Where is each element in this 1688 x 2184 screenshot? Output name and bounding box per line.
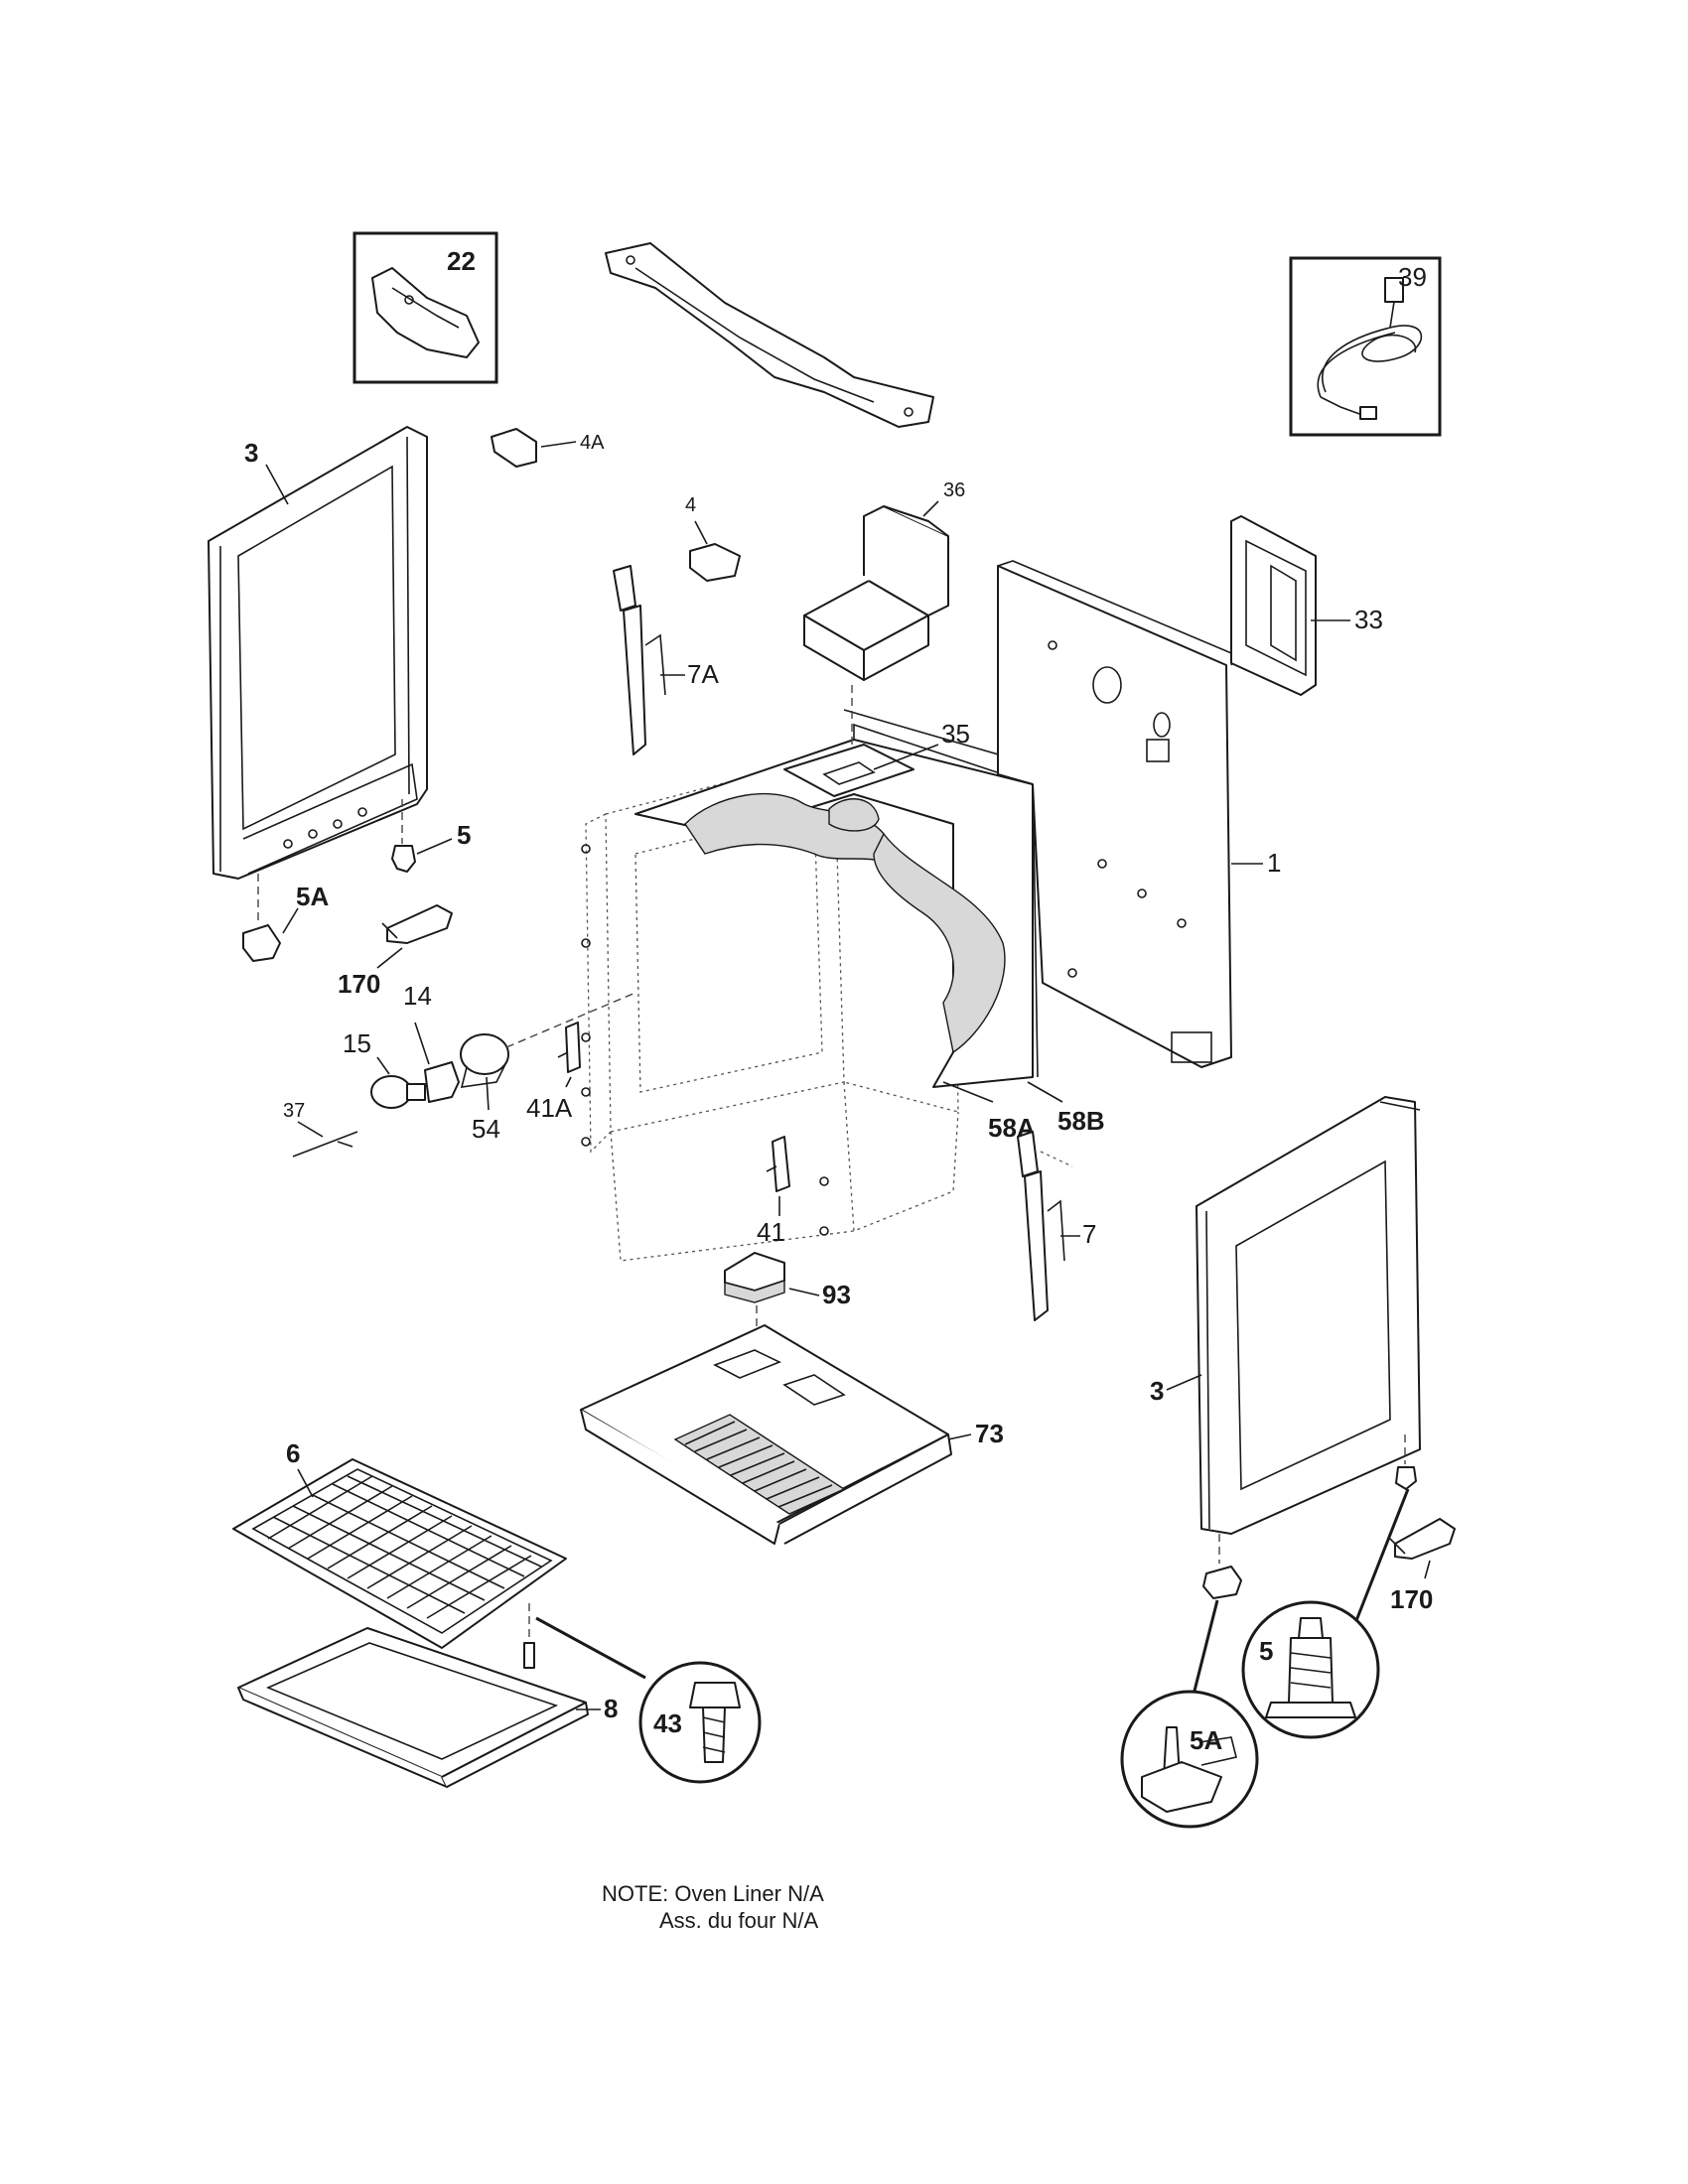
callout-5A-circle: 5A	[1190, 1725, 1222, 1755]
callout-5-circle: 5	[1259, 1636, 1273, 1666]
callout-54: 54	[472, 1114, 500, 1144]
part-33-control-housing	[1230, 515, 1350, 696]
detail-5A-leg	[1120, 1690, 1259, 1829]
part-6-oven-rack	[232, 1458, 567, 1649]
callout-170-right: 170	[1390, 1584, 1433, 1614]
part-22-bracket	[352, 231, 498, 384]
callout-1: 1	[1267, 848, 1281, 878]
right-leveler-parts	[1190, 1434, 1417, 1704]
part-41-bracket	[766, 1136, 790, 1216]
top-rail	[605, 242, 934, 428]
part-5-leveler-top	[391, 799, 453, 873]
callout-7: 7	[1082, 1219, 1096, 1249]
callout-4A: 4A	[580, 432, 605, 454]
callout-73: 73	[975, 1419, 1004, 1448]
part-73-bottom-panel	[580, 1324, 972, 1545]
part-3-right-side-panel	[1166, 1096, 1421, 1535]
note-line-1: NOTE: Oven Liner N/A	[602, 1881, 824, 1906]
part-4-clip	[689, 520, 741, 582]
part-37-probe	[292, 1121, 358, 1158]
callout-58B: 58B	[1057, 1106, 1105, 1136]
part-15-light-bulb	[370, 1056, 426, 1109]
part-5A-leg-top	[242, 874, 299, 962]
callout-14: 14	[403, 981, 432, 1011]
callout-3-right: 3	[1150, 1376, 1164, 1406]
callout-22: 22	[447, 246, 476, 276]
part-93-element-cover	[724, 1252, 820, 1330]
callout-8: 8	[604, 1694, 618, 1723]
part-170-bracket-right	[1389, 1518, 1456, 1579]
callout-93: 93	[822, 1280, 851, 1309]
note-line-2: Ass. du four N/A	[659, 1908, 819, 1933]
callout-36: 36	[943, 479, 965, 501]
part-4A-clip	[491, 428, 577, 468]
callout-37: 37	[283, 1100, 305, 1122]
detail-5-leveler	[1241, 1600, 1380, 1739]
callout-41A: 41A	[526, 1093, 573, 1123]
part-43-screw	[523, 1603, 762, 1784]
part-14-socket	[414, 1022, 460, 1103]
callout-33: 33	[1354, 605, 1383, 634]
callout-5-top: 5	[457, 820, 471, 850]
part-36-vent-duct	[803, 500, 949, 681]
callout-7A: 7A	[687, 659, 719, 689]
part-8-broil-pan	[237, 1627, 601, 1788]
part-7A-hinge	[613, 565, 685, 755]
callout-170-left: 170	[338, 969, 380, 999]
part-1-back-panel	[997, 560, 1263, 1068]
callout-35: 35	[941, 719, 970, 749]
callout-5A-top: 5A	[296, 882, 329, 911]
part-3-left-side-panel	[208, 426, 428, 880]
part-54-lens	[460, 992, 636, 1111]
part-41A-bracket	[557, 1022, 581, 1088]
callout-4: 4	[685, 494, 696, 516]
callout-15: 15	[343, 1028, 371, 1058]
callout-43: 43	[653, 1708, 682, 1738]
callout-41: 41	[757, 1217, 785, 1247]
part-35-vent-plate	[783, 685, 939, 832]
part-7-hinge	[1017, 1131, 1080, 1321]
part-170-bracket-left	[376, 904, 453, 969]
callout-6: 6	[286, 1438, 300, 1468]
callout-3-left: 3	[244, 438, 258, 468]
part-39-power-cord	[1289, 256, 1442, 437]
callout-39: 39	[1398, 262, 1427, 292]
